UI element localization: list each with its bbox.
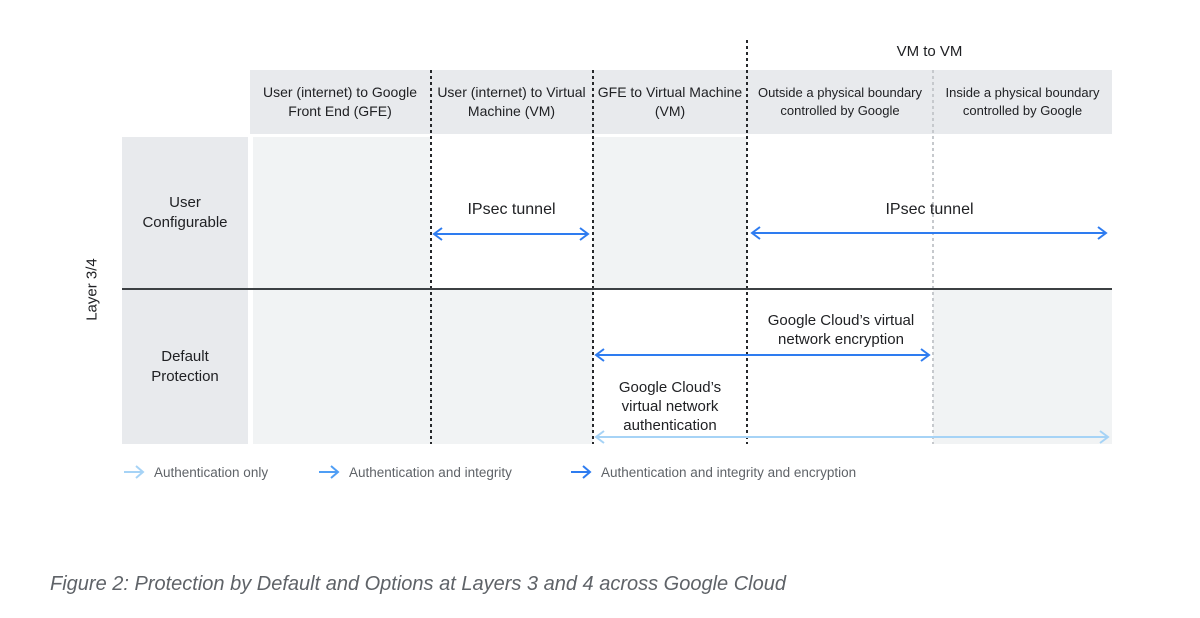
column-header-inside-boundary: Inside a physical boundary controlled by… xyxy=(945,85,1100,118)
column-divider-dashed-2 xyxy=(592,70,594,444)
column-header-gfe-to-vm: GFE to Virtual Machine (VM) xyxy=(597,84,743,119)
layer-axis-label: Layer 3/4 xyxy=(83,258,101,321)
legend-arrow-medium-icon xyxy=(319,465,340,479)
cell-default-user-to-gfe xyxy=(253,290,430,444)
legend-authentication-integrity-encryption: Authentication and integrity and encrypt… xyxy=(570,463,856,481)
ipsec-tunnel-arrow-vm xyxy=(750,226,1108,240)
cell-default-user-to-vm xyxy=(430,290,593,444)
row-label-default-protection: Default Protection xyxy=(151,348,219,385)
legend-authentication-integrity: Authentication and integrity xyxy=(318,463,512,481)
column-divider-dashed-light xyxy=(932,70,934,444)
ipsec-tunnel-arrow-user xyxy=(432,227,590,241)
vm-to-vm-group-label: VM to VM xyxy=(896,43,963,60)
cell-configurable-user-to-gfe xyxy=(253,137,430,288)
virtual-network-authentication-label: Google Cloud’s virtual network authentic… xyxy=(618,379,722,434)
legend-arrow-light-icon xyxy=(124,465,145,479)
figure-caption: Figure 2: Protection by Default and Opti… xyxy=(50,573,786,595)
legend-label: Authentication and integrity and encrypt… xyxy=(601,464,857,480)
column-divider-dashed-1 xyxy=(430,70,432,444)
column-header-user-to-vm: User (internet) to Virtual Machine (VM) xyxy=(437,84,586,119)
virtual-network-encryption-arrow xyxy=(594,348,931,362)
ipsec-tunnel-label-vm: IPsec tunnel xyxy=(885,201,974,218)
legend-label: Authentication and integrity xyxy=(349,464,512,480)
legend-authentication-only: Authentication only xyxy=(123,463,268,481)
row-divider-line xyxy=(122,288,1112,290)
row-label-column: User Configurable Default Protection xyxy=(122,137,248,444)
legend-label: Authentication only xyxy=(154,464,269,480)
column-header-row: User (internet) to Google Front End (GFE… xyxy=(250,70,1112,134)
virtual-network-authentication-arrow xyxy=(594,430,1110,444)
row-label-user-configurable: User Configurable xyxy=(142,193,228,231)
cell-default-inside-boundary xyxy=(933,290,1112,444)
ipsec-tunnel-label-user: IPsec tunnel xyxy=(467,201,556,218)
column-header-user-to-gfe: User (internet) to Google Front End (GFE… xyxy=(262,84,418,119)
column-header-outside-boundary: Outside a physical boundary controlled b… xyxy=(757,85,923,118)
legend-arrow-blue-icon xyxy=(571,465,592,479)
virtual-network-encryption-label: Google Cloud’s virtual network encryptio… xyxy=(767,312,915,348)
cell-configurable-gfe-to-vm xyxy=(593,137,747,288)
column-divider-dashed-3 xyxy=(746,40,748,444)
